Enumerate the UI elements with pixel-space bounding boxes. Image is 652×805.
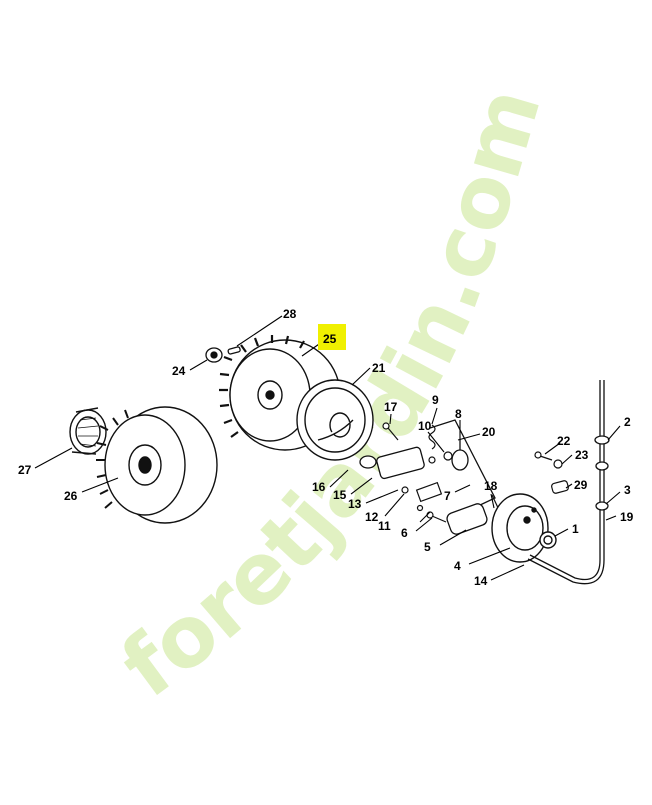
washer-23: [553, 459, 563, 469]
label-part-26[interactable]: 26: [64, 489, 78, 503]
bracket-20: [429, 419, 496, 507]
stator-plate-4: [491, 493, 557, 563]
label-part-13[interactable]: 13: [348, 497, 362, 511]
label-part-8[interactable]: 8: [455, 407, 462, 421]
label-part-11[interactable]: 11: [378, 519, 391, 533]
label-part-3[interactable]: 3: [624, 483, 631, 497]
screw-6: [426, 511, 447, 523]
part-labels: 1 2 3 4 5 6 7 8 9 10 11 12 13 14 15 16 1…: [18, 307, 634, 588]
pin-28: [227, 346, 241, 355]
nut-29: [551, 480, 569, 494]
spring-9: [428, 424, 436, 464]
label-part-27[interactable]: 27: [18, 463, 32, 477]
nut-24: [205, 347, 223, 363]
label-part-16[interactable]: 16: [312, 480, 326, 494]
label-part-1[interactable]: 1: [572, 522, 579, 536]
label-part-2[interactable]: 2: [624, 415, 631, 429]
bearing-27: [69, 407, 107, 455]
label-part-5[interactable]: 5: [424, 540, 431, 554]
label-part-6[interactable]: 6: [401, 526, 408, 540]
label-part-17[interactable]: 17: [384, 400, 398, 414]
label-part-22[interactable]: 22: [557, 434, 571, 448]
clutch-drum-26: [96, 406, 218, 524]
label-part-24[interactable]: 24: [172, 364, 186, 378]
screw-22: [534, 451, 553, 461]
screw-17: [382, 422, 399, 441]
label-part-28[interactable]: 28: [283, 307, 297, 321]
label-part-21[interactable]: 21: [372, 361, 386, 375]
label-part-29[interactable]: 29: [574, 478, 588, 492]
label-part-10[interactable]: 10: [418, 419, 432, 433]
highlight-box: [318, 324, 346, 350]
label-part-19[interactable]: 19: [620, 510, 634, 524]
condenser-5: [446, 503, 488, 535]
label-part-20[interactable]: 20: [482, 425, 496, 439]
switch-12: [401, 481, 443, 512]
label-part-18[interactable]: 18: [484, 479, 498, 493]
label-part-7[interactable]: 7: [444, 489, 451, 503]
condenser-8: [451, 440, 469, 471]
washer-10: [443, 451, 453, 461]
ignition-coil-15: [359, 446, 425, 480]
label-part-23[interactable]: 23: [575, 448, 589, 462]
cable-19: [527, 380, 610, 585]
label-part-12[interactable]: 12: [365, 510, 379, 524]
label-part-15[interactable]: 15: [333, 488, 347, 502]
label-part-14[interactable]: 14: [474, 574, 488, 588]
label-part-9[interactable]: 9: [432, 393, 439, 407]
label-part-25[interactable]: 25: [323, 332, 337, 346]
rotor-21: [296, 379, 374, 461]
label-part-4[interactable]: 4: [454, 559, 461, 573]
